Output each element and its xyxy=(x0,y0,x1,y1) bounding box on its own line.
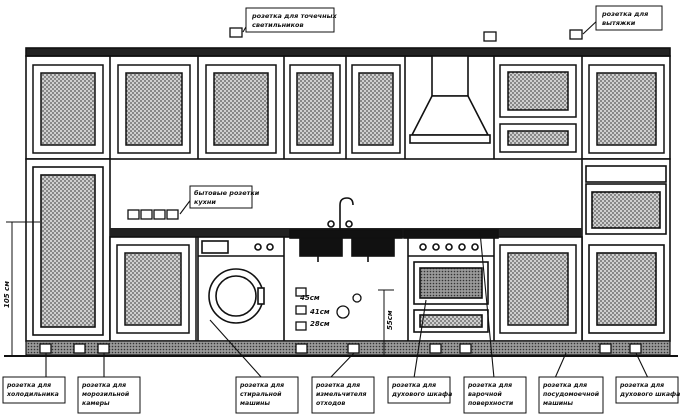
label-spot-lights-1: розетка для точечных xyxy=(251,12,338,20)
dimension-28cm: 28см xyxy=(310,320,330,328)
dimension-lines xyxy=(6,221,394,356)
label-fridge-1: розетка для xyxy=(6,382,51,389)
outlet-icon xyxy=(295,305,307,315)
label-shredder-1: розетка для xyxy=(315,382,360,389)
oven-column xyxy=(581,158,671,342)
outlet-icon xyxy=(39,343,52,354)
base-door-panels xyxy=(116,237,577,341)
outlet-icon xyxy=(295,287,307,297)
outlet-icon xyxy=(483,31,497,42)
outlet-icon xyxy=(352,293,362,303)
label-boxes xyxy=(2,5,679,414)
outlet-icon xyxy=(97,343,110,354)
label-shredder-2: измельчителя xyxy=(316,391,367,398)
outlet-icon xyxy=(629,343,642,354)
label-spot-lights-2: светильников xyxy=(252,21,304,29)
outlet-icon xyxy=(336,305,350,319)
label-oven-2: духового шкафа xyxy=(391,390,452,398)
label-dishwasher-1: розетка для xyxy=(542,382,587,389)
outlet-icon xyxy=(599,343,612,354)
outlet-icon xyxy=(295,321,307,331)
outlet-icon xyxy=(140,209,153,220)
label-oven2-2: духового шкафа xyxy=(619,390,680,398)
outlet-icon xyxy=(153,209,166,220)
outlet-icon xyxy=(73,343,86,354)
label-dishwasher-3: машины xyxy=(543,400,573,407)
outlet-icon xyxy=(127,209,140,220)
label-washer-2: стиральной xyxy=(240,391,282,398)
range-hood xyxy=(409,55,491,144)
label-kitchen-outlets-2: кухни xyxy=(194,198,216,206)
label-washer-1: розетка для xyxy=(239,382,284,389)
outlet-icon xyxy=(459,343,472,354)
label-hood-2: вытяжки xyxy=(602,19,636,27)
outlet-icon xyxy=(166,209,179,220)
outlet-icon xyxy=(295,343,308,354)
outlet-icon xyxy=(569,29,583,40)
outlet-icon xyxy=(429,343,442,354)
dimension-45cm: 45см xyxy=(300,294,320,302)
cooker xyxy=(403,229,499,342)
upper-door-panels xyxy=(32,64,665,154)
fridge-column xyxy=(25,158,111,342)
label-hob-1: розетка для xyxy=(467,382,512,389)
label-freezer-3: камеры xyxy=(82,400,110,407)
label-hood-1: розетка для xyxy=(601,10,648,18)
washing-machine xyxy=(197,236,285,342)
label-dishwasher-2: посудомоечной xyxy=(543,391,600,398)
dimension-41cm: 41см xyxy=(310,308,330,316)
outlet-icon xyxy=(229,27,243,38)
upper-cabinets xyxy=(25,47,671,160)
label-freezer-1: розетка для xyxy=(81,382,126,389)
label-oven-1: розетка для xyxy=(391,382,436,389)
dimension-105cm: 105 см xyxy=(3,281,11,308)
outlet-icons xyxy=(39,27,642,354)
dimension-55cm: 55см xyxy=(386,310,394,330)
label-hob-3: поверхности xyxy=(468,400,514,407)
label-hob-2: варочной xyxy=(468,391,503,398)
sink xyxy=(289,197,403,262)
outlet-icon xyxy=(347,343,360,354)
label-washer-3: машины xyxy=(240,400,270,407)
label-freezer-2: морозильной xyxy=(82,391,130,398)
label-fridge-2: холодильника xyxy=(6,391,59,398)
label-oven2-1: розетка для xyxy=(619,382,664,389)
label-shredder-3: отходов xyxy=(316,400,345,407)
label-kitchen-outlets-1: бытовые розетки xyxy=(194,189,260,197)
